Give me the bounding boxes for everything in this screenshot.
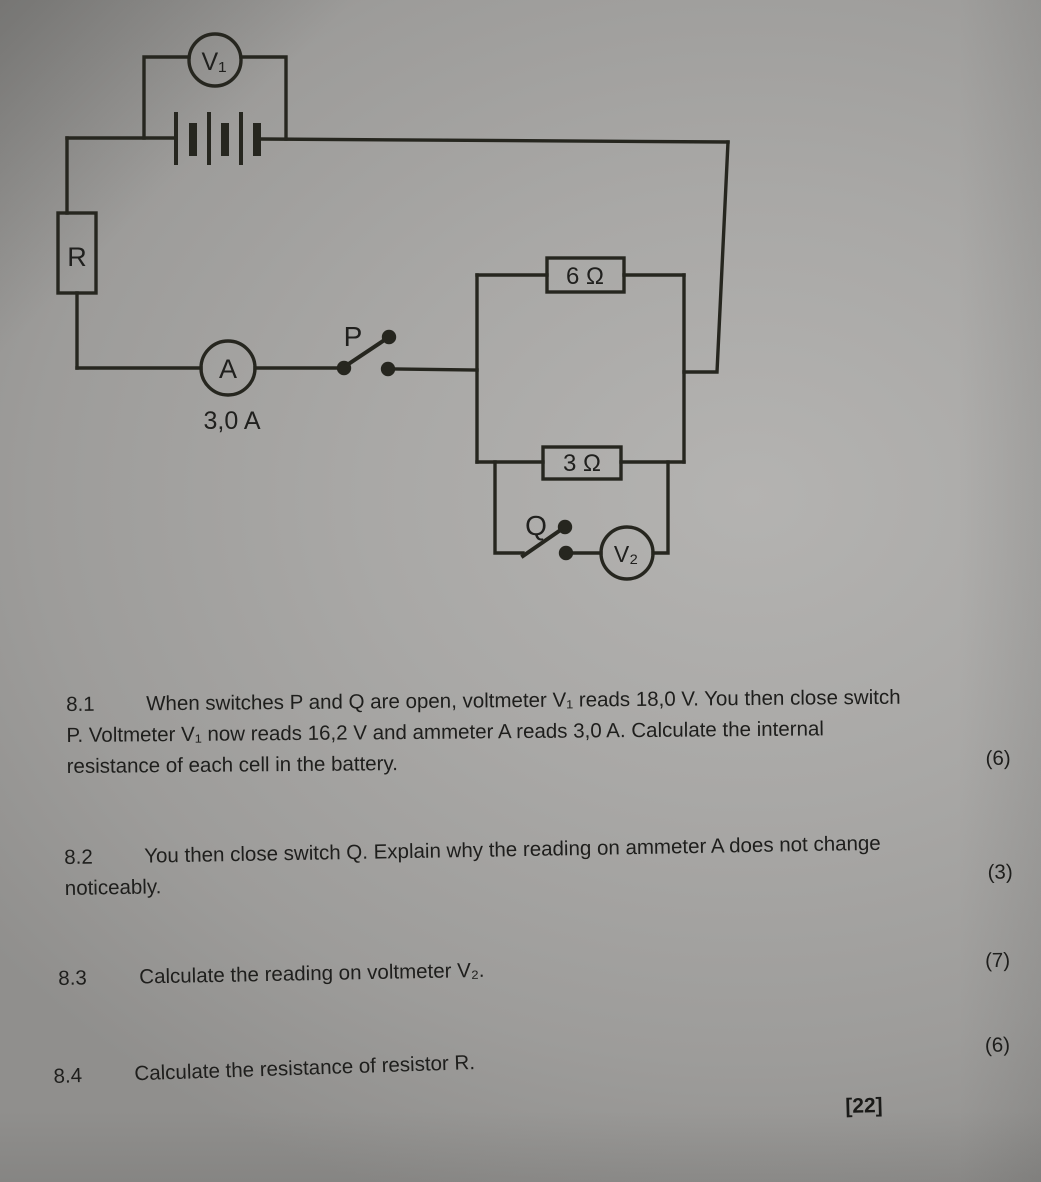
v1-right-lead (239, 55, 288, 141)
question-line: Calculate the resistance of resistor R. (134, 1051, 476, 1086)
switch-p (336, 329, 397, 377)
total-marks: [22] (845, 1094, 883, 1118)
marks-badge: (7) (984, 948, 1011, 973)
question-line: resistance of each cell in the battery. (66, 752, 398, 778)
battery-symbol (174, 112, 261, 165)
question-line: P. Voltmeter V₁ now reads 16,2 V and amm… (66, 717, 824, 747)
question-number: 8.1 (66, 692, 95, 716)
question-8-1: 8.1 When switches P and Q are open, voltm… (66, 681, 1011, 782)
question-line: Calculate the reading on voltmeter V₂. (139, 958, 485, 989)
marks-badge: (6) (984, 1033, 1011, 1058)
marks-badge: (6) (985, 746, 1011, 770)
question-number: 8.2 (64, 845, 93, 869)
switch-p-label: P (344, 321, 363, 352)
circuit-diagram: V₁ V₂ A 3,0 A R 6 Ω 3 Ω P Q (56, 32, 730, 581)
resistor-r-label: R (67, 242, 87, 272)
resistor-3ohm-label: 3 Ω (563, 450, 601, 477)
v1-left-lead (142, 55, 191, 140)
wire-top-right (259, 137, 730, 144)
switch-q (520, 519, 574, 561)
question-number: 8.3 (58, 966, 88, 990)
wire-q-branch-right (651, 460, 670, 555)
wire-q-branch-left (493, 460, 525, 555)
wire-p-to-parallel (391, 367, 479, 372)
question-line: You then close switch Q. Explain why the… (144, 831, 881, 868)
question-8-2: 8.2 You then close switch Q. Explain why … (64, 825, 1013, 904)
voltmeter-v1-label: V₁ (201, 48, 226, 76)
switch-q-label: Q (525, 510, 547, 541)
ammeter-reading: 3,0 A (204, 407, 261, 435)
voltmeter-v1-circle (187, 32, 243, 88)
marks-badge: (3) (987, 860, 1013, 884)
question-8-3: 8.3 Calculate the reading on voltmeter V₂… (58, 945, 1010, 994)
question-line: noticeably. (64, 875, 162, 900)
ammeter-label: A (219, 354, 237, 384)
voltmeter-v2-label: V₂ (614, 541, 638, 567)
question-number: 8.4 (53, 1064, 83, 1088)
question-8-4: 8.4 Calculate the resistance of resistor … (53, 1029, 1011, 1092)
resistor-6ohm-label: 6 Ω (566, 263, 604, 290)
wire-right-outer (682, 140, 730, 374)
question-line: When switches P and Q are open, voltmete… (146, 685, 901, 716)
